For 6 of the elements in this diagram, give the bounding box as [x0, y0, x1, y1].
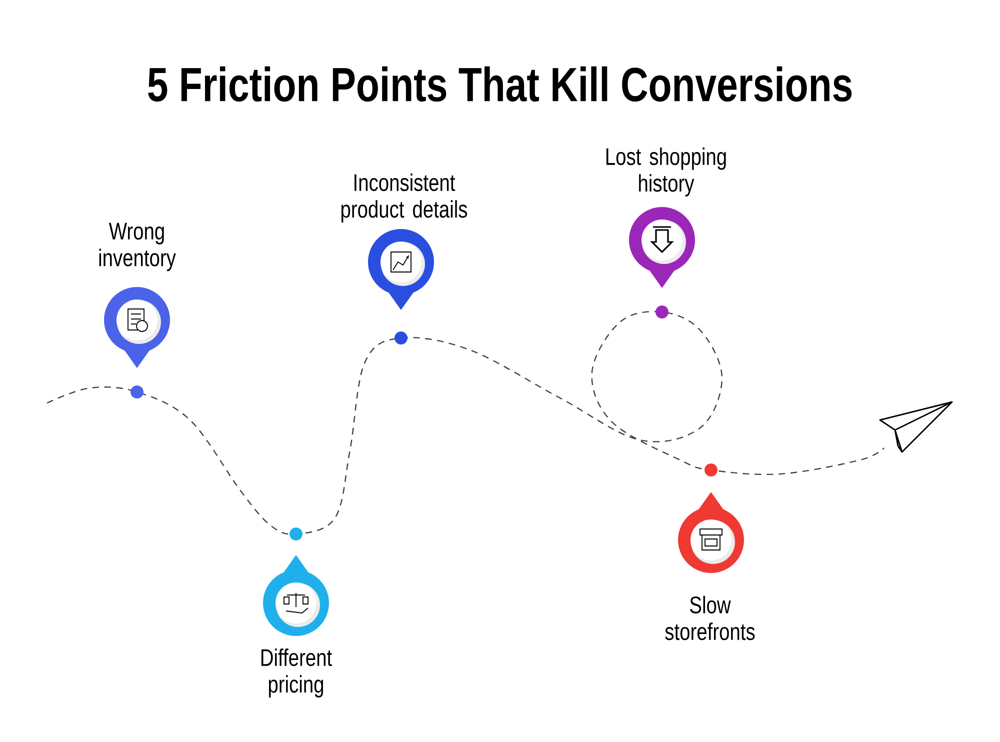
pin-label: Different pricing	[261, 648, 332, 698]
title: 5 Friction Points That Kill Conversions	[148, 66, 852, 102]
pin-label: Wrong inventory	[99, 222, 176, 272]
pin-label: Inconsistent product details	[341, 173, 468, 222]
pin-label: Slow storefronts	[665, 596, 755, 640]
pin-label: Lost shopping history	[606, 147, 726, 196]
